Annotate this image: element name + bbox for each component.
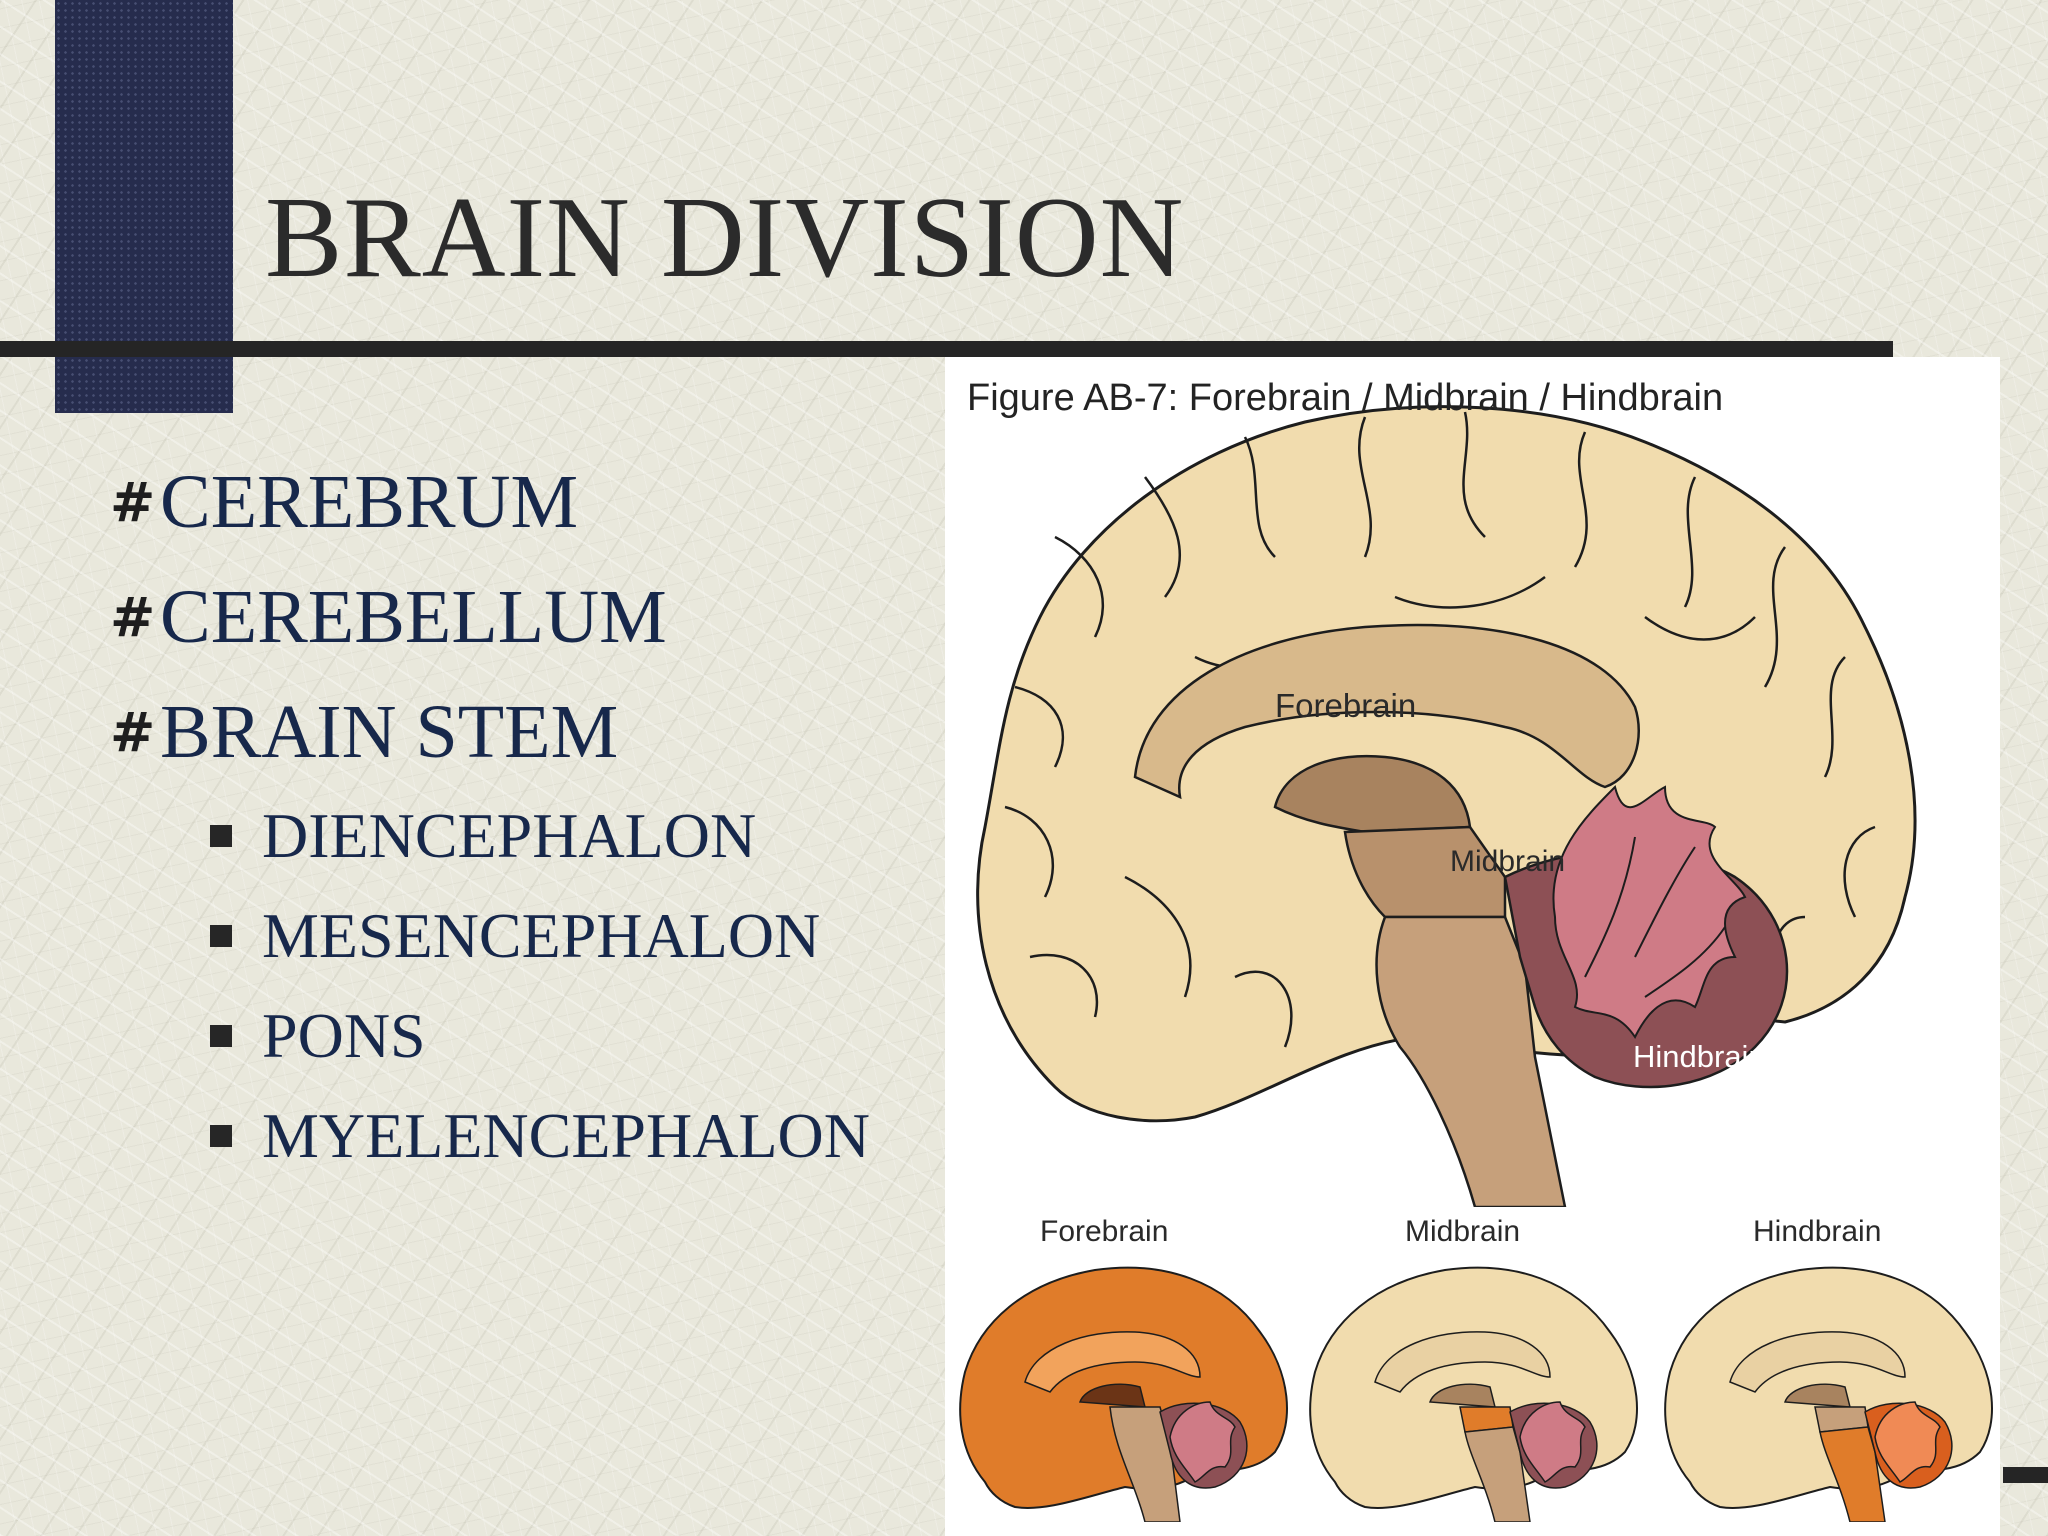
midbrain-region bbox=[1343, 825, 1507, 919]
pons-medulla bbox=[1375, 915, 1567, 1207]
thumbnail-caption-forebrain: Forebrain bbox=[1040, 1215, 1169, 1248]
hash-bullet-icon: # bbox=[110, 586, 156, 649]
list-item: # CEREBELLUM bbox=[110, 560, 667, 675]
list-item: # CEREBRUM bbox=[110, 445, 667, 560]
hash-bullet-icon: # bbox=[110, 701, 156, 764]
list-item: MYELENCEPHALON bbox=[210, 1086, 870, 1186]
list-item: MESENCEPHALON bbox=[210, 886, 870, 986]
brain-diagram bbox=[976, 405, 1917, 1207]
bullet-brain-stem: BRAIN STEM bbox=[160, 690, 619, 774]
thalamus bbox=[1273, 754, 1472, 834]
title-rule bbox=[0, 341, 1893, 357]
thumbnail-hindbrain bbox=[1664, 1266, 1993, 1522]
label-midbrain: Midbrain bbox=[1450, 845, 1566, 878]
label-hindbrain: Hindbrain bbox=[1633, 1039, 1766, 1074]
square-bullet-icon bbox=[210, 825, 232, 847]
list-item: # BRAIN STEM bbox=[110, 675, 667, 790]
brain-figure: Figure AB-7: Forebrain / Midbrain / Hind… bbox=[945, 357, 2000, 1536]
square-bullet-icon bbox=[210, 1025, 232, 1047]
thumbnail-midbrain bbox=[1309, 1266, 1638, 1522]
bullet-cerebellum: CEREBELLUM bbox=[160, 575, 667, 659]
slide-title: BRAIN DIVISION bbox=[265, 174, 1185, 302]
thumbnail-caption-hindbrain: Hindbrain bbox=[1753, 1215, 1882, 1248]
main-bullet-list: # CEREBRUM # CEREBELLUM # BRAIN STEM bbox=[110, 445, 667, 790]
list-item: PONS bbox=[210, 986, 870, 1086]
list-item: DIENCEPHALON bbox=[210, 786, 870, 886]
bullet-cerebrum: CEREBRUM bbox=[160, 460, 579, 544]
label-forebrain: Forebrain bbox=[1275, 687, 1417, 724]
hash-bullet-icon: # bbox=[110, 471, 156, 534]
arbor-vitae bbox=[1552, 785, 1747, 1039]
thumbnail-forebrain bbox=[959, 1266, 1288, 1522]
sub-bullet-pons: PONS bbox=[262, 1000, 426, 1071]
square-bullet-icon bbox=[210, 925, 232, 947]
sub-bullet-myelencephalon: MYELENCEPHALON bbox=[262, 1100, 870, 1171]
gyri-lines bbox=[1004, 411, 1876, 1048]
figure-title: Figure AB-7: Forebrain / Midbrain / Hind… bbox=[967, 377, 1724, 419]
sub-bullet-diencephalon: DIENCEPHALON bbox=[262, 800, 757, 871]
sub-bullet-list: DIENCEPHALON MESENCEPHALON PONS MYELENCE… bbox=[210, 786, 870, 1186]
thumbnail-caption-midbrain: Midbrain bbox=[1405, 1215, 1521, 1248]
forebrain-band bbox=[1133, 623, 1640, 800]
square-bullet-icon bbox=[210, 1125, 232, 1147]
sub-bullet-mesencephalon: MESENCEPHALON bbox=[262, 900, 821, 971]
corner-rule bbox=[2003, 1467, 2048, 1483]
